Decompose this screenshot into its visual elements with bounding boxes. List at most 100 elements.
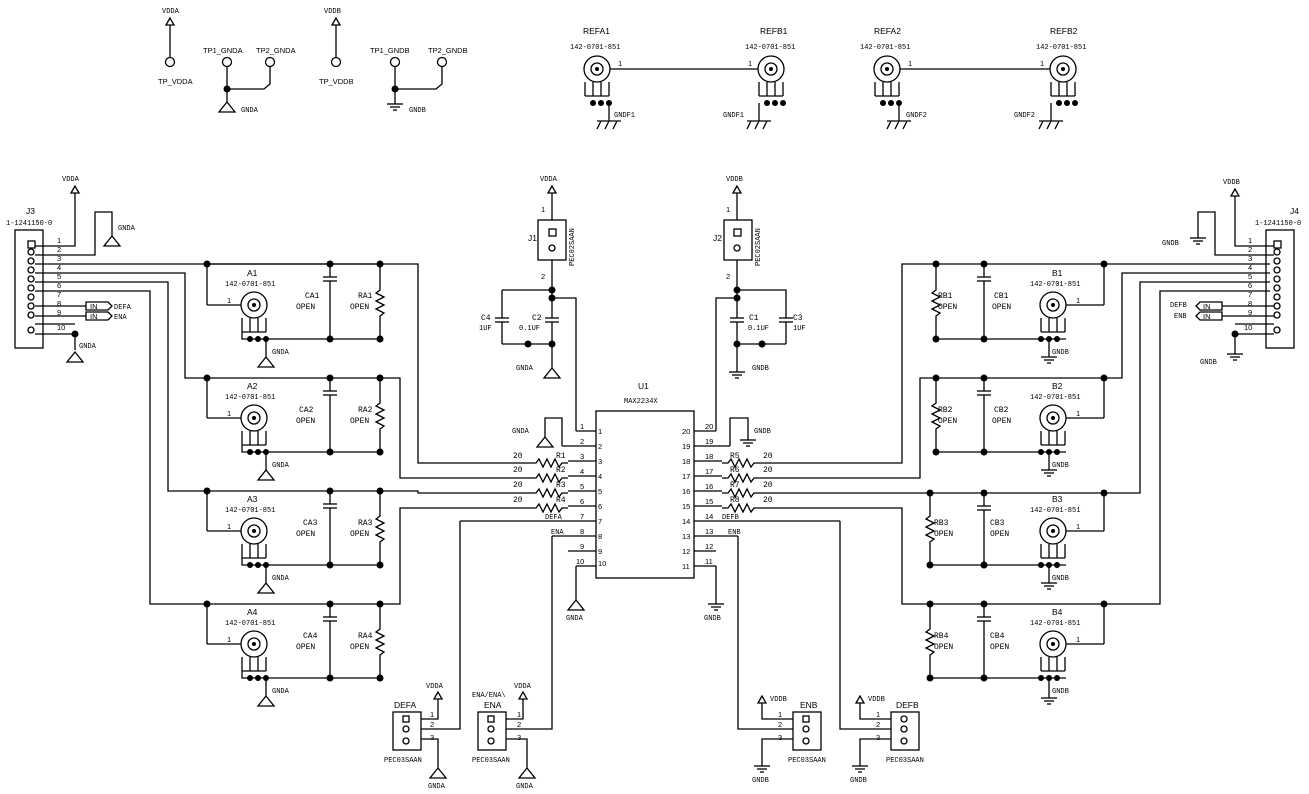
svg-text:14: 14 [705,512,713,521]
j3-ref: J3 [26,206,35,216]
svg-text:9: 9 [580,542,584,551]
jumper-defb[interactable] [890,711,920,751]
svg-text:10: 10 [57,323,65,332]
rb1-label: RB1 [938,292,953,301]
cb4-label: CB4 [990,632,1005,641]
r4-label: R4 [556,496,566,505]
sma-refa2[interactable] [873,55,901,97]
channel-a-blocks: A1 142-0701-851 1 GNDA CA1 OPEN RA1 OPEN… [203,260,385,707]
sma-b4[interactable] [1039,630,1067,672]
svg-text:1: 1 [748,59,752,68]
cb1-value: OPEN [992,303,1011,312]
svg-text:12: 12 [705,542,713,551]
j3-ena: ENA [114,314,127,322]
svg-text:2: 2 [57,245,61,254]
svg-text:18: 18 [705,452,713,461]
svg-text:1: 1 [57,236,61,245]
r7-value: 20 [763,481,773,490]
svg-text:6: 6 [598,502,602,511]
j4-gndb-bot: GNDB [1200,359,1217,367]
svg-text:2: 2 [430,720,434,729]
cb2-value: OPEN [992,417,1011,426]
testpoint-tp1-gndb[interactable] [389,56,401,68]
refa2-part: 142-0701-851 [860,44,910,52]
svg-text:20: 20 [682,427,690,436]
j4-ref: J4 [1290,206,1299,216]
r5-value: 20 [763,452,773,461]
testpoint-tp2-gnda[interactable] [264,56,276,68]
jumper-ena[interactable] [477,711,507,751]
svg-text:8: 8 [1248,299,1252,308]
rb3-label: RB3 [934,519,949,528]
a4-gnda: GNDA [272,688,290,696]
testpoint-tp1-gnda[interactable] [221,56,233,68]
rb2-label: RB2 [938,406,953,415]
refa2-label: REFA2 [874,26,901,36]
channel-b-blocks: B1 142-0701-851 1 GNDB RB1 OPEN CB1 OPEN… [925,260,1108,705]
j4-in-defb: IN [1203,302,1211,311]
j4-pin1[interactable] [1273,240,1282,249]
j2-gndb: GNDB [752,365,769,373]
j3-pin1[interactable] [27,240,36,249]
svg-text:3: 3 [580,452,584,461]
svg-text:3: 3 [430,733,434,742]
sma-a2[interactable] [240,404,268,446]
j3-in-ena: IN [90,312,98,321]
ra4-label: RA4 [358,632,373,641]
sma-a4[interactable] [240,630,268,672]
c4-value: 1UF [479,325,492,333]
svg-text:20: 20 [705,422,713,431]
svg-text:1: 1 [227,409,231,418]
tp2-gndb-label: TP2_GNDB [428,46,468,55]
b3-label: B3 [1052,494,1063,504]
sma-refb1[interactable] [757,55,785,97]
svg-text:19: 19 [705,437,713,446]
series-resistors-left: 20 R1 20 R2 20 R3 20 R4 [513,452,569,513]
ic-pin2-gnda: GNDA [512,428,530,436]
jumper-defa-vdda: VDDA [426,683,444,691]
j4-gndb-top: GNDB [1162,240,1179,248]
ic-pin19-gndb: GNDB [754,428,771,436]
c4-label: C4 [481,314,491,323]
svg-text:17: 17 [682,472,690,481]
c3-value: 1UF [793,325,806,333]
sma-a3[interactable] [240,517,268,559]
cb4-value: OPEN [990,643,1009,652]
header-j1[interactable] [537,219,567,261]
svg-text:8: 8 [598,532,602,541]
j3-in-defa: IN [90,302,98,311]
a2-label: A2 [247,381,258,391]
jumper-enb[interactable] [792,711,822,751]
ca4-label: CA4 [303,632,318,641]
a1-gnda: GNDA [272,349,290,357]
r3-value: 20 [513,481,523,490]
sma-refa1[interactable] [583,55,611,97]
testpoint-tp-vddb[interactable] [330,56,342,68]
r7-label: R7 [730,481,740,490]
gndf1-label-a: GNDF1 [614,112,635,120]
header-j2[interactable] [723,219,753,261]
ra1-label: RA1 [358,292,373,301]
svg-text:1: 1 [227,522,231,531]
gndf2-label-b: GNDF2 [1014,112,1035,120]
svg-text:3: 3 [876,733,880,742]
j2-ref: J2 [713,233,722,243]
svg-text:2: 2 [778,720,782,729]
jumper-defa[interactable] [392,711,422,751]
sma-b2[interactable] [1039,404,1067,446]
svg-text:3: 3 [517,733,521,742]
refb1-part: 142-0701-851 [745,44,795,52]
svg-text:8: 8 [57,299,61,308]
r8-value: 20 [763,496,773,505]
svg-text:13: 13 [705,527,713,536]
sma-refb2[interactable] [1049,55,1077,97]
sma-b1[interactable] [1039,291,1067,333]
a2-gnda: GNDA [272,462,290,470]
sma-b3[interactable] [1039,517,1067,559]
testpoint-tp2-gndb[interactable] [436,56,448,68]
svg-text:5: 5 [1248,272,1252,281]
sma-a1[interactable] [240,291,268,333]
rb2-value: OPEN [938,417,957,426]
testpoint-tp-vdda[interactable] [164,56,176,68]
